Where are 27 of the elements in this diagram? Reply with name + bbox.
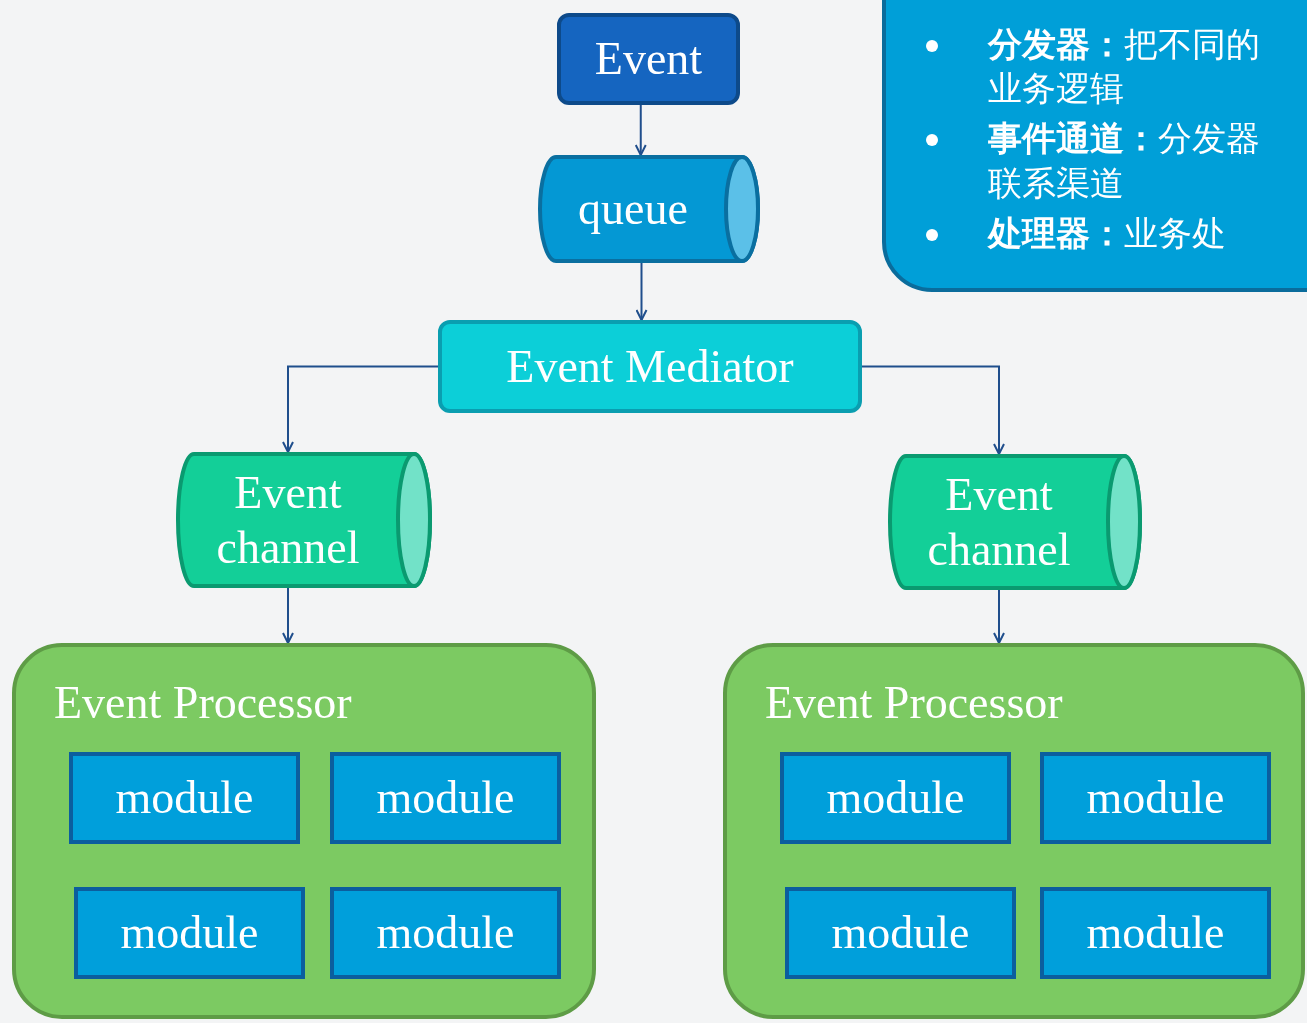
module-box: module [330, 887, 561, 979]
arrow [635, 262, 648, 321]
arrow [634, 104, 647, 156]
channel-cylinder: Event channel [176, 452, 432, 588]
module-box: module [785, 887, 1016, 979]
panel-heading: Event Processor [765, 676, 1063, 730]
arrow [993, 589, 1005, 644]
bullet-text: 事件通道：分发器联系渠道 [988, 117, 1261, 205]
processor-panel [12, 643, 596, 1019]
module-box: module [1040, 887, 1271, 979]
mediator-box: Event Mediator [438, 320, 862, 413]
panel-heading: Event Processor [54, 676, 352, 730]
module-box: module [74, 887, 305, 979]
note-panel [882, 0, 1307, 292]
module-box: module [780, 752, 1011, 844]
queue-cylinder: queue [538, 155, 760, 263]
bullet-text: 分发器：把不同的业务逻辑 [988, 23, 1261, 111]
arrow [282, 365, 439, 453]
channel-cylinder: Event channel [888, 454, 1142, 590]
event-box: Event [557, 13, 740, 105]
module-box: module [330, 752, 561, 844]
module-box: module [69, 752, 300, 844]
arrow [861, 365, 1005, 455]
bullet-text: 处理器：业务处 [988, 211, 1226, 255]
processor-panel [723, 643, 1305, 1019]
module-box: module [1040, 752, 1271, 844]
arrow [282, 587, 294, 644]
